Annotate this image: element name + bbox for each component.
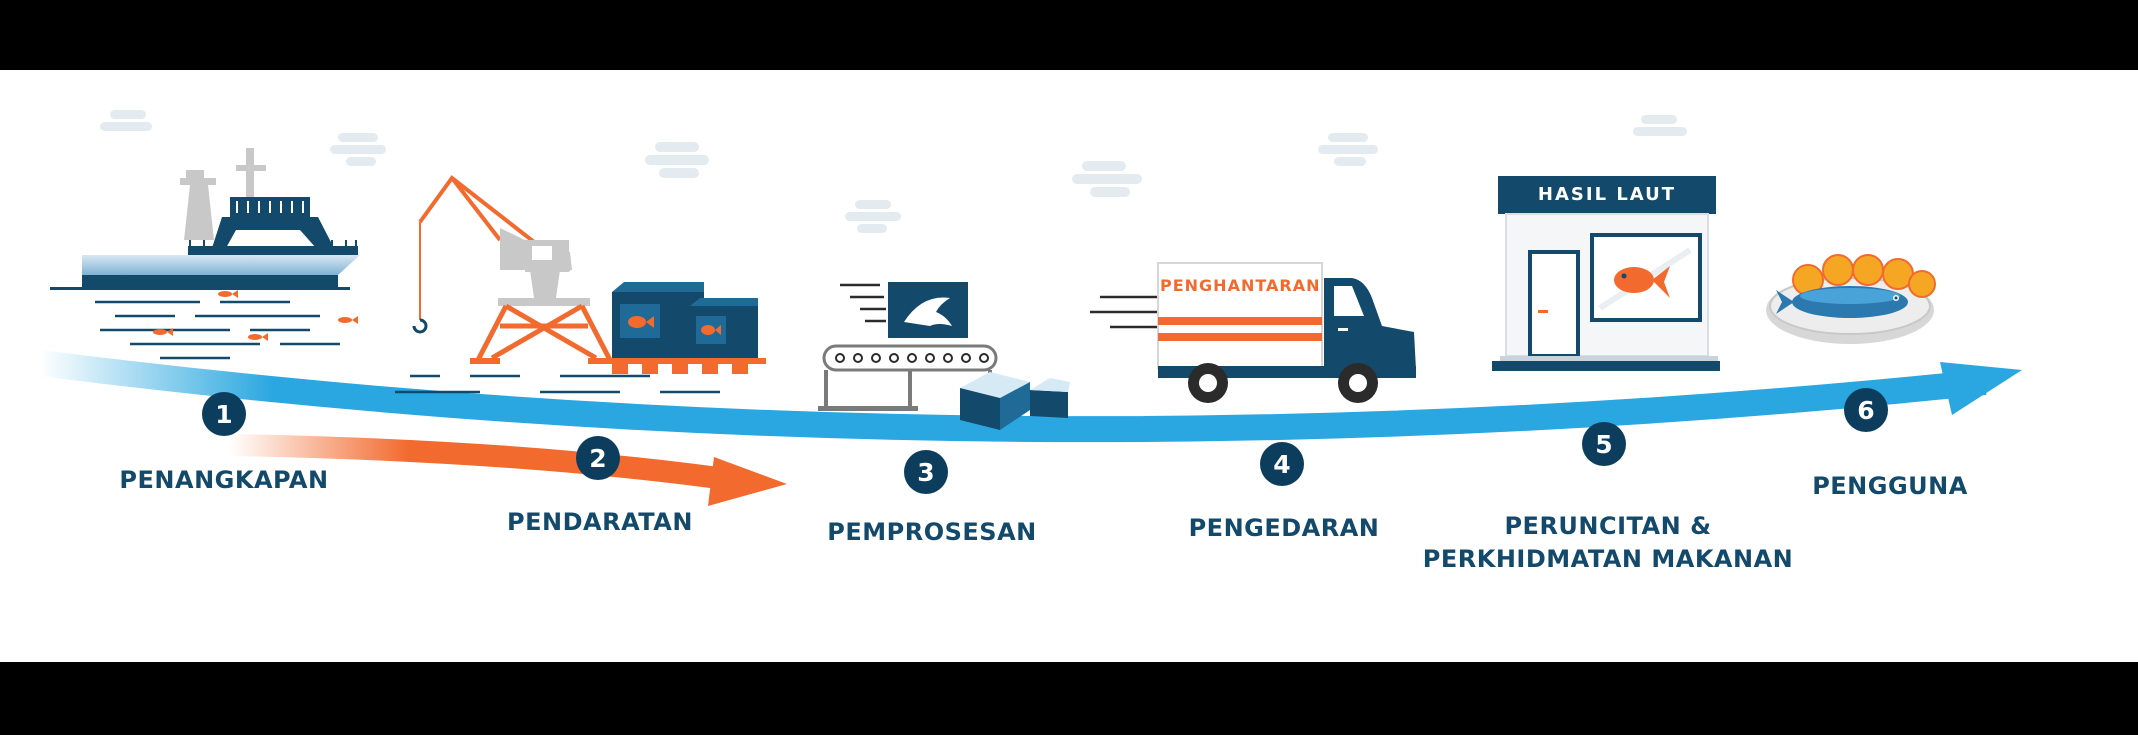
delivery-truck-icon [1090, 262, 1416, 403]
port-crane-icon [395, 175, 766, 394]
step-6-number: 6 [1844, 388, 1888, 432]
step-5-label: PERUNCITAN & PERKHIDMATAN MAKANAN [1423, 510, 1794, 576]
step-4-label: PENGEDARAN [1188, 514, 1380, 542]
fish-plate-icon [1766, 254, 1936, 344]
shop-icon [1492, 176, 1720, 371]
step-1-label: PENANGKAPAN [119, 466, 329, 494]
clouds [100, 110, 1687, 233]
step-2-number: 2 [576, 436, 620, 480]
step-4-number: 4 [1260, 442, 1304, 486]
step-3-number: 3 [904, 450, 948, 494]
step-3-label: PEMPROSESAN [827, 518, 1037, 546]
shop-sign: HASIL LAUT [1537, 184, 1677, 205]
step-2-label: PENDARATAN [507, 508, 693, 536]
step-5-number: 5 [1582, 422, 1626, 466]
step-5-label-line1: PERUNCITAN & [1504, 512, 1712, 540]
supply-chain-diagram: PENGHANTARAN HASIL LAUT 1 2 3 4 5 6 PENA… [0, 70, 2138, 662]
step-6-label: PENGGUNA [1812, 472, 1968, 500]
step-5-label-line2: PERKHIDMATAN MAKANAN [1422, 545, 1794, 573]
diagram-illustration [38, 110, 2022, 506]
truck-label: PENGHANTARAN [1160, 276, 1321, 295]
flow-arrow [38, 350, 2022, 506]
fishing-boat-icon [50, 148, 360, 360]
conveyor-icon [818, 282, 1070, 430]
step-1-number: 1 [202, 392, 246, 436]
